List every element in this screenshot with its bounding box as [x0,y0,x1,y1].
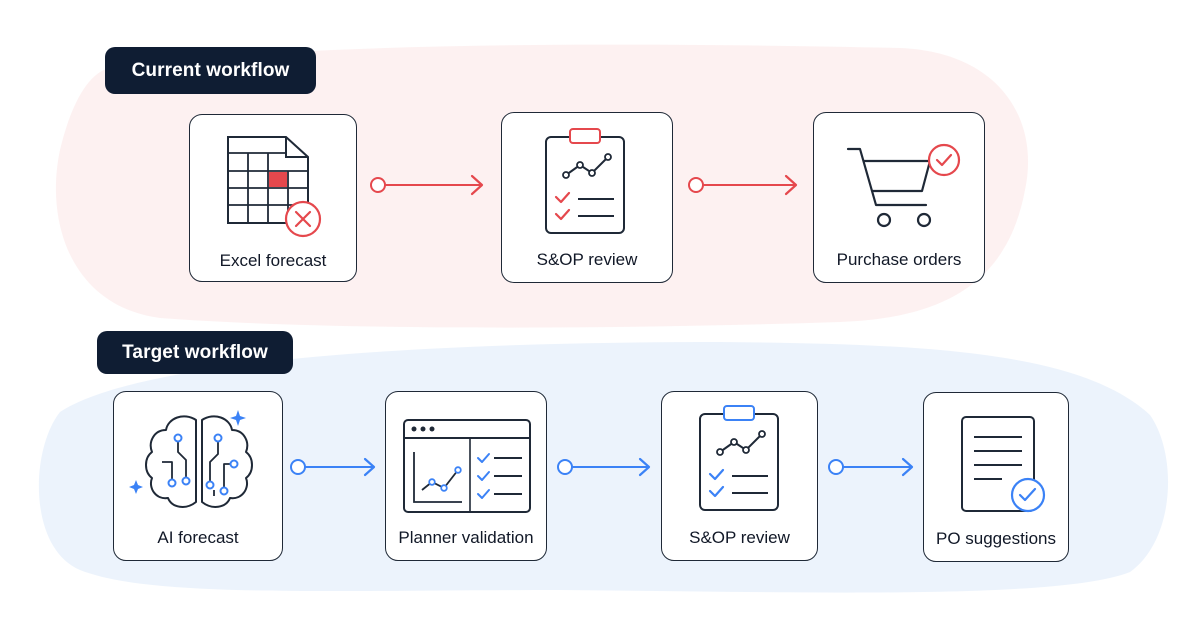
dashboard-validation-icon [403,419,531,513]
ai-brain-icon [129,410,253,508]
step-label: S&OP review [689,528,790,547]
arrow-connector [557,457,651,477]
arrow-connector [828,457,914,477]
step-label: Planner validation [398,528,534,547]
step-po-suggestions: PO suggestions [923,392,1069,562]
spreadsheet-error-icon [227,136,322,238]
step-label: AI forecast [157,528,239,547]
step-planner-validation: Planner validation [385,391,547,561]
step-purchase-orders: Purchase orders [813,112,985,283]
step-label: PO suggestions [935,529,1056,548]
current-workflow-label: Current workflow [105,47,316,94]
arrow-connector [290,457,376,477]
document-check-icon [961,416,1046,513]
cart-check-icon [846,143,961,228]
step-label: Purchase orders [836,250,962,269]
step-excel-forecast: Excel forecast [189,114,357,282]
step-sop-review-current: S&OP review [501,112,673,283]
clipboard-chart-icon [699,405,779,511]
step-label: Excel forecast [219,251,327,270]
arrow-connector [370,174,484,196]
step-ai-forecast: AI forecast [113,391,283,561]
target-workflow-label: Target workflow [97,331,293,374]
step-sop-review-target: S&OP review [661,391,818,561]
clipboard-chart-icon [545,128,625,234]
arrow-connector [688,174,798,196]
step-label: S&OP review [536,250,638,269]
